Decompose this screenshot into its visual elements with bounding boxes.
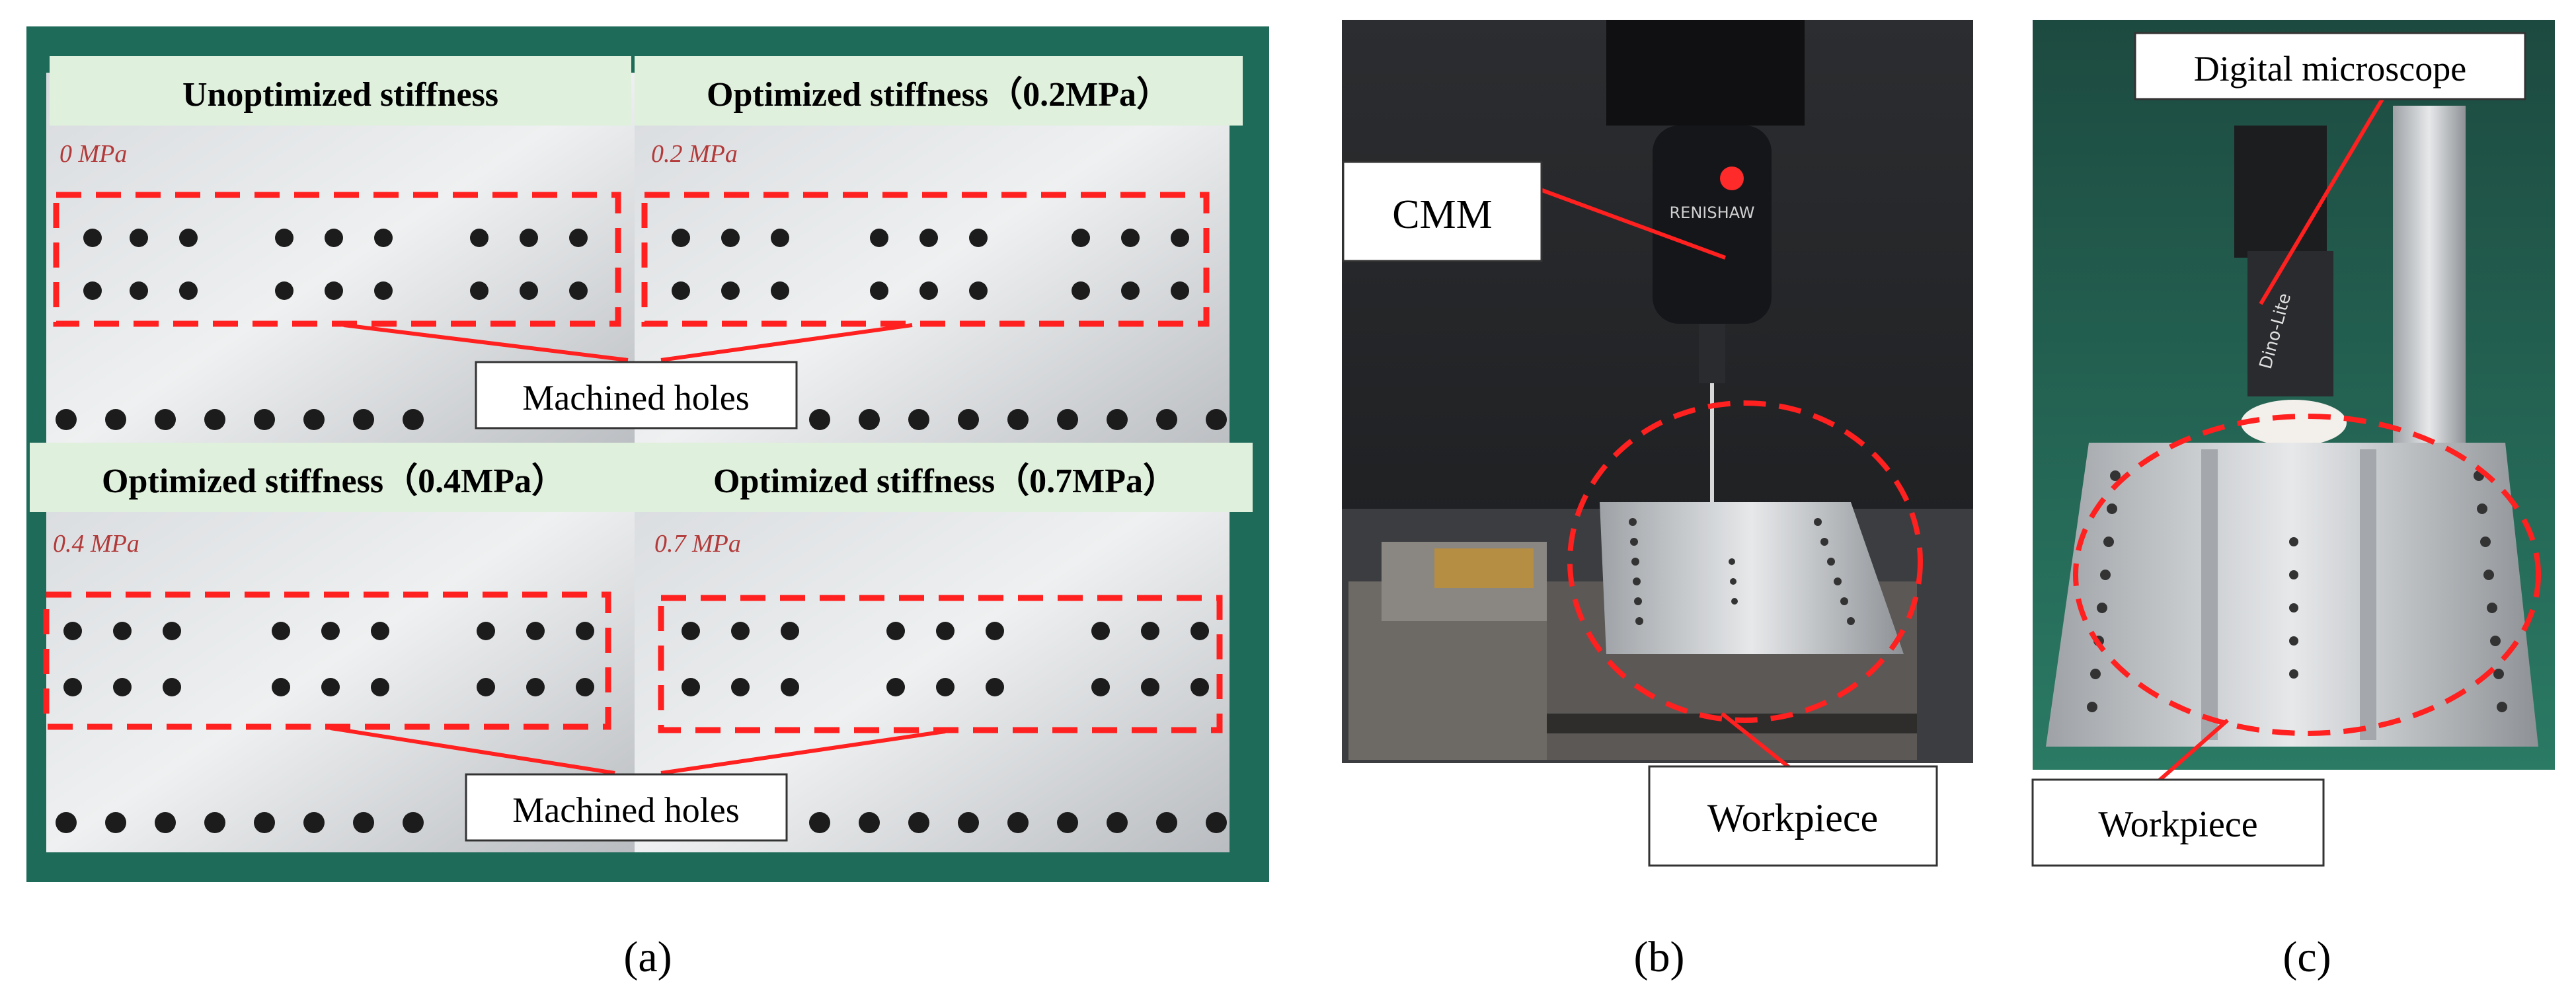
callout-workpiece-b: Workpiece xyxy=(1707,796,1878,840)
workpiece-b xyxy=(1600,502,1904,654)
header-0-4mpa: Optimized stiffness（0.4MPa） xyxy=(102,462,566,500)
handwriting-0mpa: 0 MPa xyxy=(59,140,127,168)
header-unoptimized: Unoptimized stiffness xyxy=(182,76,498,114)
workpiece-c xyxy=(2046,443,2538,747)
callout-machined-holes-top: Machined holes xyxy=(522,378,749,418)
machined-holes-top xyxy=(56,229,1227,430)
callout-box-cmm xyxy=(1342,161,1543,262)
highlight-box-0-7mpa xyxy=(658,595,1223,733)
header-0-2mpa: Optimized stiffness（0.2MPa） xyxy=(707,75,1171,114)
callout-box-microscope xyxy=(2134,32,2526,100)
panel-c: Dino-Lite Digital microscope Workpiece (… xyxy=(2031,20,2555,981)
highlight-box-unoptimized xyxy=(53,192,621,327)
vise-screw xyxy=(1434,548,1534,588)
header-top-right-box xyxy=(635,56,1243,126)
machined-holes-bottom xyxy=(56,622,1227,833)
highlight-box-0-4mpa xyxy=(43,591,611,730)
digital-microscope-body xyxy=(2247,251,2333,396)
panel-a: Unoptimized stiffness Optimized stiffnes… xyxy=(26,26,1269,981)
caption-b: (b) xyxy=(1634,933,1685,981)
microscope-light-ring xyxy=(2241,400,2347,446)
callout-box-machined-holes-top xyxy=(475,361,798,429)
cmm-probe-body xyxy=(1653,126,1772,324)
handwriting-0-4mpa: 0.4 MPa xyxy=(53,530,139,558)
caption-a: (a) xyxy=(623,933,672,981)
cmm-housing xyxy=(1606,20,1805,126)
header-top-left-box xyxy=(50,56,631,126)
callout-lines-a xyxy=(330,323,946,775)
header-bottom-right-box xyxy=(638,443,1253,512)
highlight-ellipse-c xyxy=(2073,414,2541,736)
handwriting-0-2mpa: 0.2 MPa xyxy=(651,140,738,168)
handwriting-0-7mpa: 0.7 MPa xyxy=(654,530,741,558)
stand-column xyxy=(2393,106,2466,449)
highlight-ellipse-b xyxy=(1567,400,1923,723)
callout-box-workpiece-c xyxy=(2031,778,2325,867)
highlight-boxes xyxy=(43,192,1223,733)
panel-b: RENISHAW CMM Workpiece (b) xyxy=(1342,20,1973,981)
callout-box-workpiece-b xyxy=(1648,765,1938,867)
callout-microscope: Digital microscope xyxy=(2194,49,2466,89)
callout-machined-holes-bottom: Machined holes xyxy=(512,790,739,830)
probe-brand: RENISHAW xyxy=(1670,204,1755,222)
highlight-box-0-2mpa xyxy=(641,192,1210,327)
caption-c: (c) xyxy=(2283,933,2331,981)
header-0-7mpa: Optimized stiffness（0.7MPa） xyxy=(713,462,1177,500)
callout-box-machined-holes-bottom xyxy=(465,773,788,842)
callout-workpiece-c: Workpiece xyxy=(2098,804,2257,845)
callout-cmm: CMM xyxy=(1392,192,1493,237)
header-bottom-left-box xyxy=(30,443,638,512)
probe-led-icon xyxy=(1720,167,1744,190)
